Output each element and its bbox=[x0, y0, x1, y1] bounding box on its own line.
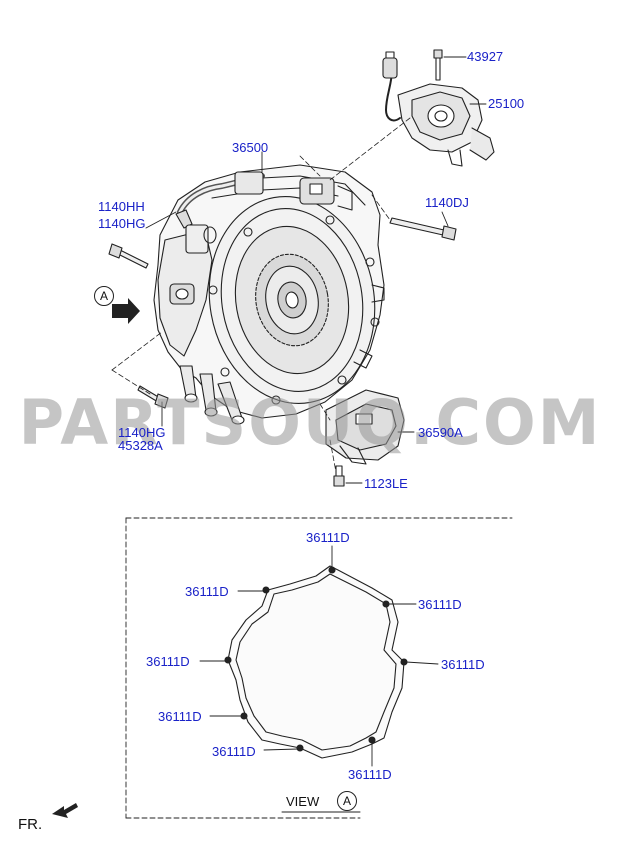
bolt-1140hg-upper bbox=[108, 243, 149, 269]
view-label: VIEW bbox=[286, 794, 320, 809]
label-36111d-mid-left[interactable]: 36111D bbox=[146, 654, 190, 669]
label-45328a[interactable]: 45328A bbox=[118, 438, 163, 453]
label-36111d-lower-left[interactable]: 36111D bbox=[158, 709, 202, 724]
label-25100[interactable]: 25100 bbox=[488, 96, 525, 111]
gasket-outline bbox=[224, 565, 408, 759]
bolt-1140dj bbox=[389, 217, 457, 241]
gasket-leaders bbox=[199, 545, 439, 767]
front-arrow bbox=[52, 803, 78, 818]
label-1140dj[interactable]: 1140DJ bbox=[425, 195, 469, 210]
leader-lines bbox=[145, 56, 487, 484]
front-label: FR. bbox=[18, 816, 43, 833]
wiring-loom bbox=[175, 171, 353, 254]
label-36590a[interactable]: 36590A bbox=[418, 425, 463, 440]
motor-housing bbox=[153, 164, 385, 419]
label-1140hg-upper[interactable]: 1140HG bbox=[98, 216, 146, 231]
view-marker-a: A bbox=[94, 286, 114, 306]
label-36111d-upper-left[interactable]: 36111D bbox=[185, 584, 229, 599]
label-36111d-top[interactable]: 36111D bbox=[306, 530, 350, 545]
label-1140hh[interactable]: 1140HH bbox=[98, 199, 145, 214]
coolant-pipes bbox=[179, 365, 245, 425]
label-1123le[interactable]: 1123LE bbox=[364, 476, 408, 491]
label-36111d-bottom-right[interactable]: 36111D bbox=[348, 767, 392, 782]
alignment-lines bbox=[111, 117, 411, 473]
pump-assembly bbox=[382, 49, 495, 167]
label-36111d-upper-right[interactable]: 36111D bbox=[418, 597, 462, 612]
view-arrow bbox=[112, 298, 140, 324]
view-marker-a-bottom: A bbox=[337, 791, 357, 811]
side-connector bbox=[169, 283, 195, 305]
label-36111d-bottom-left[interactable]: 36111D bbox=[212, 744, 256, 759]
label-1140hg-lower[interactable]: 1140HG bbox=[118, 425, 166, 440]
label-36500[interactable]: 36500 bbox=[232, 140, 269, 155]
bracket-36590a bbox=[325, 389, 405, 465]
view-frame bbox=[125, 517, 513, 819]
label-43927[interactable]: 43927 bbox=[467, 49, 504, 64]
bolt-1123le bbox=[333, 465, 345, 487]
watermark: PARTSOUQ.COM bbox=[18, 386, 602, 459]
label-36111d-mid-right[interactable]: 36111D bbox=[441, 657, 485, 672]
